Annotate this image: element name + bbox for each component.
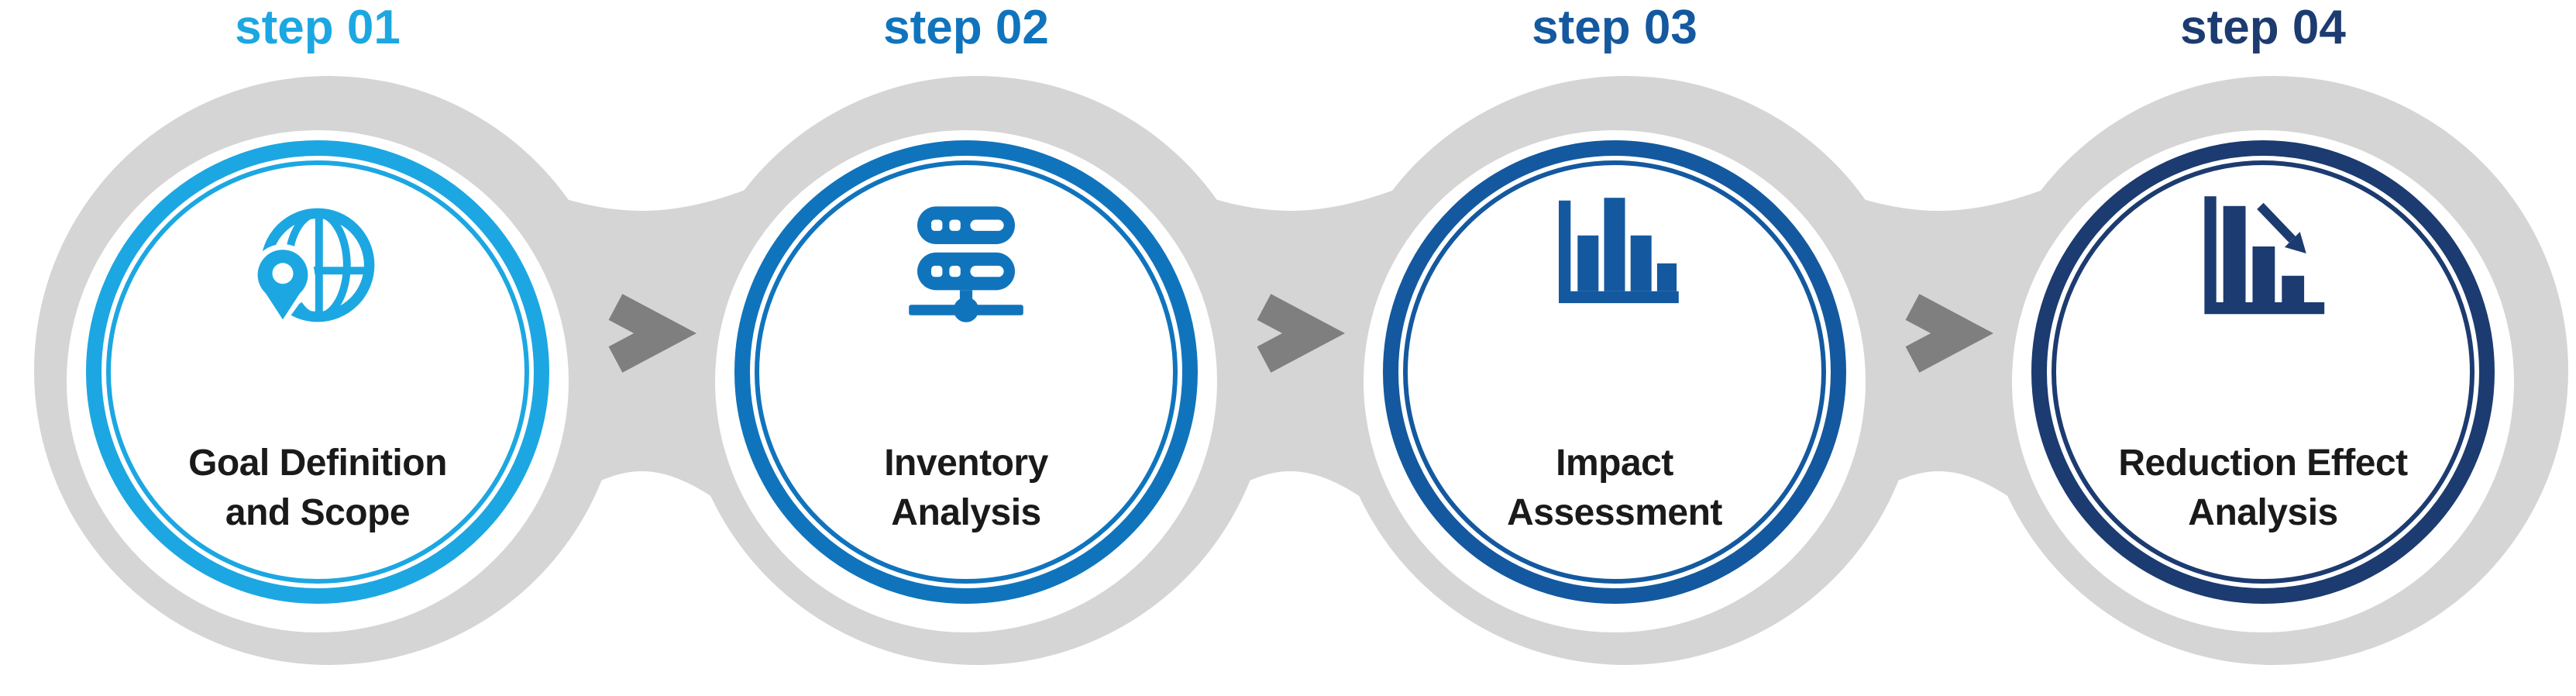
bar-chart-icon	[1559, 198, 1679, 304]
chevron-right-icon	[1257, 294, 1345, 373]
step-circle-2-inner	[755, 160, 1178, 584]
server-stack-icon	[909, 206, 1023, 322]
step-circle-4-inner	[2052, 160, 2475, 584]
step-label-3-line1: Impact	[1556, 443, 1673, 484]
step-circle-2-outer	[734, 140, 1198, 604]
step-label-4-line1: Reduction Effect	[2118, 443, 2408, 484]
chevron-right-icon	[1905, 294, 1993, 373]
step-circle-1-outer	[86, 140, 549, 604]
declining-bar-chart-icon	[2204, 196, 2325, 315]
step-title-4: step 04	[2180, 1, 2346, 54]
step-label-2-line2: Analysis	[891, 492, 1041, 533]
step-circle-4-outer	[2031, 140, 2495, 604]
step-circle-1-inner	[106, 160, 529, 584]
step-label-4: Reduction Effect Analysis	[2046, 439, 2480, 538]
step-title-3: step 03	[1532, 1, 1697, 54]
step-label-3-line2: Assessment	[1507, 492, 1722, 533]
step-circle-3-outer	[1383, 140, 1846, 604]
step-title-2: step 02	[883, 1, 1049, 54]
chevron-arrows	[608, 294, 1993, 373]
step-circle-3-inner	[1403, 160, 1826, 584]
step-circles	[86, 140, 2495, 604]
step-title-1: step 01	[235, 1, 401, 54]
step-label-2-line1: Inventory	[884, 443, 1048, 484]
step-label-1: Goal Definition and Scope	[101, 439, 535, 538]
step-label-1-line2: and Scope	[225, 492, 411, 533]
step-label-4-line2: Analysis	[2188, 492, 2338, 533]
step-label-3: Impact Assessment	[1398, 439, 1831, 538]
globe-location-icon	[250, 208, 375, 327]
step-label-1-line1: Goal Definition	[188, 443, 447, 484]
step-label-2: Inventory Analysis	[749, 439, 1183, 538]
chevron-right-icon	[608, 294, 696, 373]
